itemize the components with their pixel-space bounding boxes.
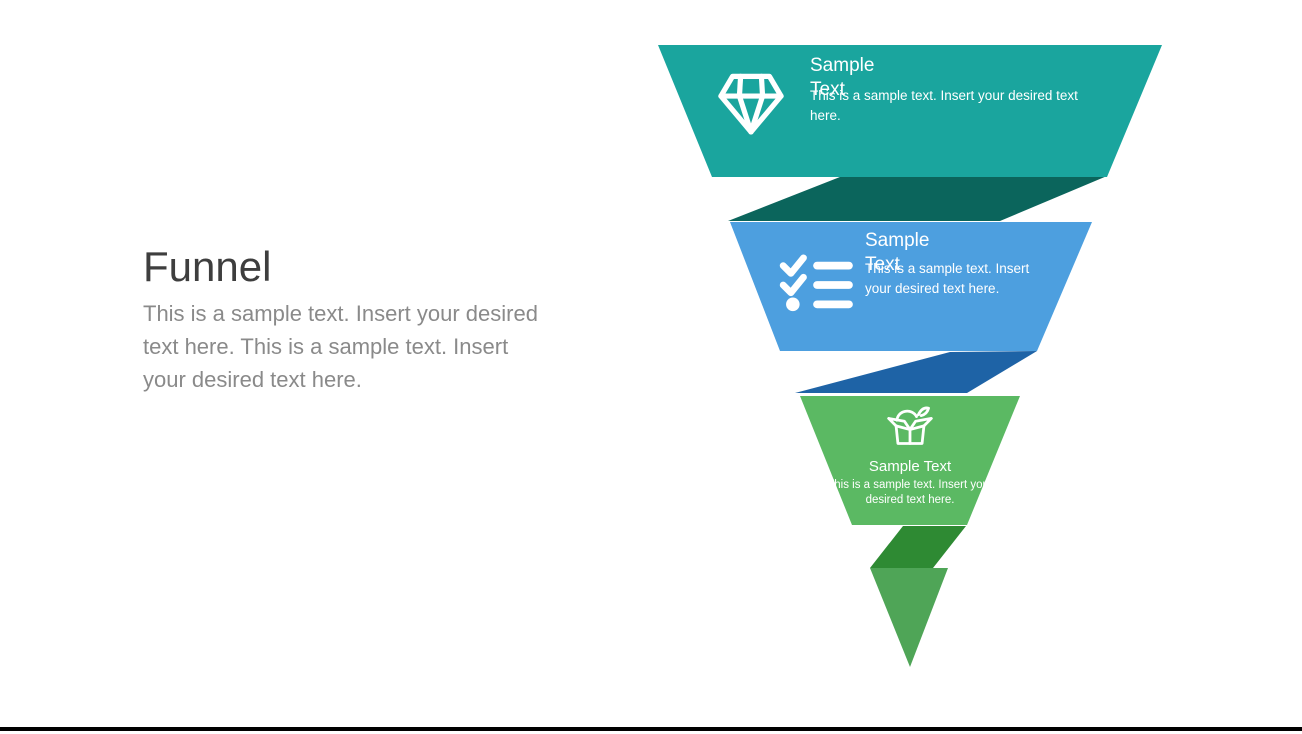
stage-3-band [800, 396, 1020, 525]
page-description: This is a sample text. Insert your desir… [143, 301, 538, 392]
stage-2-band [730, 222, 1092, 351]
checklist-icon [779, 254, 853, 312]
stage-1-body: This is a sample text. Insert your desir… [810, 88, 1078, 123]
stage-1-fold [728, 175, 1107, 221]
stage-3-fold [870, 526, 966, 568]
diamond-icon [718, 73, 784, 135]
stage-2-body: This is a sample text. Insert your desir… [865, 261, 1030, 296]
funnel-tail-arrow [870, 568, 948, 667]
stage-3-body: This is a sample text. Insert your desir… [827, 479, 993, 506]
gift-icon [887, 406, 933, 445]
stage-2-fold [795, 351, 1037, 393]
stage-3-text-block: Sample Text This is a sample text. Inser… [818, 457, 1002, 508]
bottom-border [0, 727, 1302, 731]
stage-3-heading: Sample Text [868, 458, 952, 475]
funnel-diagram [658, 45, 1162, 667]
stage-1-band [658, 45, 1162, 177]
stage-1-heading: Sample Text [810, 55, 875, 100]
page-title: Funnel [143, 243, 272, 290]
stage-2-heading: Sample Text [865, 230, 930, 275]
